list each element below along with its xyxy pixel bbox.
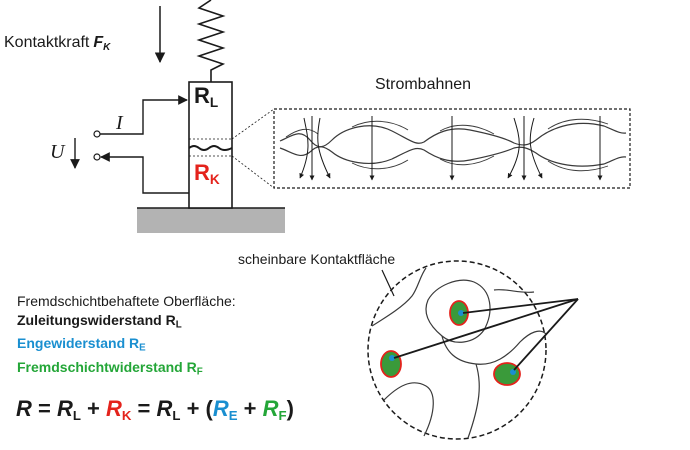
current-paths-label: Strombahnen <box>375 76 472 93</box>
zoom-line-bottom <box>231 155 275 189</box>
current-wire-in <box>97 95 188 135</box>
voltage-label: U <box>50 141 65 163</box>
grain-boundaries <box>371 267 547 439</box>
current-label: I <box>116 112 123 134</box>
zoom-line-top <box>231 108 275 140</box>
contact-spot-2 <box>380 350 402 378</box>
legend-film-resistance: Fremdschichtwiderstand RF <box>17 358 203 378</box>
ground-base <box>137 208 285 233</box>
contact-interface <box>188 145 233 151</box>
legend-constriction-resistance: Engewiderstand RE <box>17 335 146 354</box>
resistance-formula: R = RL + RK = RL + (RE + RF) <box>16 396 294 423</box>
spring <box>196 0 226 82</box>
apparent-contact-area-label: scheinbare Kontaktfläche <box>238 251 396 267</box>
apparent-contact-circle <box>367 260 547 440</box>
legend-lead-resistance: Zuleitungswiderstand RL <box>17 312 182 331</box>
micro-profile <box>279 118 627 172</box>
contact-spot-3 <box>493 362 521 386</box>
lead-resistance-label: RL <box>194 83 219 110</box>
current-wire-out <box>100 152 189 194</box>
legend: Fremdschichtbehaftete Oberfläche: Zuleit… <box>17 292 236 381</box>
current-path-arrows <box>299 116 603 181</box>
spot-pointer-lines <box>393 298 579 371</box>
terminal-bottom <box>93 153 101 161</box>
contact-resistance-label: RK <box>194 160 220 187</box>
legend-heading: Fremdschichtbehaftete Oberfläche: <box>17 293 236 309</box>
terminal-top <box>93 130 101 138</box>
apparent-area-leader <box>381 269 395 297</box>
contact-block <box>188 81 233 209</box>
